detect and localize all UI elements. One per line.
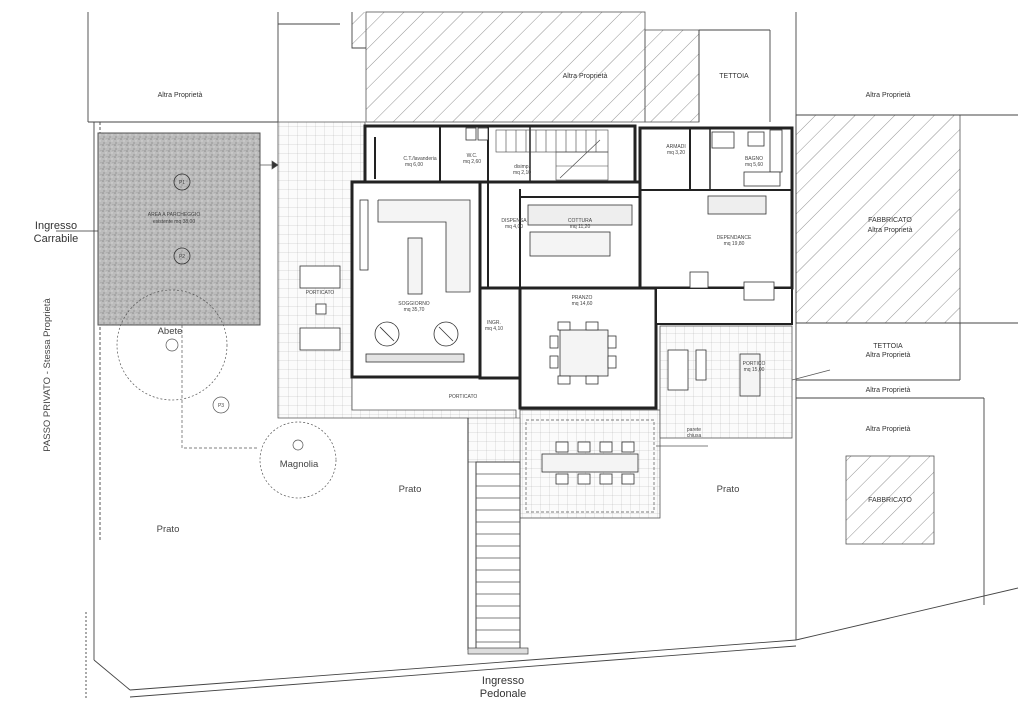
label-cottura-area: mq 11,20 (570, 224, 591, 230)
label-altra-right: Altra Proprietà (866, 92, 911, 99)
label-armadi: ARMADI (666, 144, 685, 150)
hatched-buildings (352, 11, 961, 545)
abete-canopy (116, 289, 228, 401)
label-portico-right-sub: mq 15,00 (744, 367, 765, 373)
label-parking-sub: esistente mq 38,00 (153, 219, 195, 225)
label-porticato-bottom: PORTICATO (449, 394, 478, 400)
label-altra-right-lower: Altra Proprietà (866, 426, 911, 433)
label-dispensa-area: mq 4,00 (505, 224, 523, 230)
p3-marker (212, 396, 230, 414)
parking-area (97, 132, 261, 326)
label-c-lavanderia-area: mq 6,00 (405, 162, 423, 168)
label-disimp-area: mq 2,10 (513, 170, 531, 176)
label-wc-area: mq 2,60 (463, 159, 481, 165)
label-p2: P2 (179, 254, 185, 260)
stairs (495, 129, 609, 181)
label-altra-top: Altra Proprietà (563, 73, 608, 80)
label-prato-center: Prato (399, 484, 422, 495)
footpath (475, 461, 521, 653)
hatch-top-building (365, 11, 646, 123)
label-armadi-area: mq 3,20 (667, 150, 685, 156)
label-bagno-area: mq 5,60 (745, 162, 763, 168)
label-parking-area: AREA A PARCHEGGIO (148, 212, 201, 218)
label-ingresso-room: INGR. (487, 320, 501, 326)
hatch-top-right-strip (644, 29, 700, 123)
text-labels: Altra Proprietà Altra Proprietà TETTOIA … (34, 73, 913, 700)
label-parete-chiusa-2: chiusa (687, 433, 702, 439)
hatch-fabbricato-right (795, 114, 961, 324)
label-ingresso-pedonale-2: Pedonale (480, 688, 527, 700)
label-altra-left: Altra Proprietà (158, 92, 203, 99)
label-dependance-area: mq 19,80 (724, 241, 745, 247)
hatch-top-left-strip (352, 12, 366, 47)
label-tettoia-top: TETTOIA (719, 73, 749, 80)
label-wc: W.C. (467, 153, 478, 159)
parking-markers (173, 173, 191, 265)
label-portico-right: PORTICO (743, 361, 766, 367)
label-c-lavanderia: C.T./lavanderia (403, 156, 437, 162)
label-dispensa: DISPENSA (501, 218, 527, 224)
outdoor (116, 160, 831, 655)
label-fabbricato-right: FABBRICATO (868, 217, 912, 224)
label-cottura: COTTURA (568, 218, 593, 224)
label-pranzo: PRANZO (572, 295, 593, 301)
label-p3: P3 (218, 403, 224, 409)
label-p1: P1 (179, 180, 185, 186)
label-abete: Abete (158, 326, 183, 337)
label-ingresso-carrabile-1: Ingresso (35, 220, 77, 232)
label-porticato-left: PORTICATO (306, 290, 335, 296)
label-fabbricato-lower: FABBRICATO (868, 497, 912, 504)
label-pranzo-area: mq 14,60 (572, 301, 593, 307)
label-disimp: disimp. (514, 164, 530, 170)
label-altra-right-mid: Altra Proprietà (866, 387, 911, 394)
label-ingresso-pedonale-1: Ingresso (482, 675, 524, 687)
label-tettoia-right: TETTOIA (873, 343, 903, 350)
label-parete-chiusa-1: parete (687, 427, 701, 433)
hatch-fabbricato-lower (845, 455, 935, 545)
label-soggiorno: SOGGIORNO (398, 301, 430, 307)
label-bagno: BAGNO (745, 156, 763, 162)
label-soggiorno-area: mq 35,70 (404, 307, 425, 313)
magnolia-canopy (259, 421, 337, 499)
label-fabbricato-right-sub: Altra Proprietà (868, 227, 913, 234)
label-ingresso-room-area: mq 4,10 (485, 326, 503, 332)
abete-trunk (165, 338, 179, 352)
label-ingresso-carrabile-2: Carrabile (34, 233, 79, 245)
label-dependance: DEPENDANCE (717, 235, 752, 241)
label-prato-left: Prato (157, 524, 180, 535)
label-prato-right: Prato (717, 484, 740, 495)
magnolia-trunk (292, 439, 304, 451)
furniture (299, 127, 783, 485)
paving-path-top (467, 417, 521, 463)
label-magnolia: Magnolia (280, 459, 319, 470)
label-tettoia-right-sub: Altra Proprietà (866, 352, 911, 359)
label-passo-privato: PASSO PRIVATO - Stessa Proprietà (42, 298, 53, 452)
boundaries (85, 12, 1019, 700)
